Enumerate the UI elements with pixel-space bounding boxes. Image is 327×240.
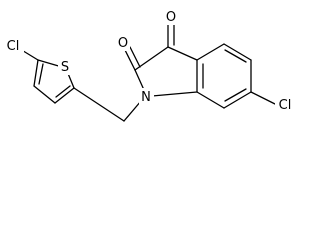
bond-c7-c7a [196, 91, 225, 109]
bond-c2-c3 [134, 46, 169, 71]
bond-c4-c5-inner [224, 49, 247, 63]
bond-lines [19, 23, 276, 122]
bond-n-c2 [134, 69, 145, 91]
bond-c5-cl-indoline [250, 91, 276, 105]
bond-c6-c7 [223, 91, 252, 109]
bond-c3-c3a [167, 46, 198, 61]
atom-labels: Cl S O O N Cl [3, 8, 296, 113]
oxygen-c3-background [164, 8, 178, 25]
bond-c5-c4-inner [38, 63, 44, 85]
sulfur-label: S [61, 60, 69, 75]
cl-thiophene-label: Cl [7, 39, 20, 54]
oxygen-c3-label: O [166, 10, 176, 25]
bond-c4-c3 [33, 85, 56, 104]
bond-c6-c7-inner [224, 88, 247, 102]
bond-c3a-c4 [196, 43, 225, 61]
bond-c2-o-b [129, 46, 141, 68]
bond-ch2-n [123, 100, 142, 122]
oxygen-c2-background [116, 34, 130, 51]
cl-indoline-label: Cl [279, 98, 292, 113]
cl-thiophene-background [3, 37, 24, 54]
chemical-structure-diagram: Cl S O O N Cl [3, 8, 296, 122]
bond-c7a-n [151, 91, 198, 97]
bond-c5-c4 [33, 59, 39, 87]
cl-indoline-background [275, 96, 296, 113]
bond-c3-c2 [54, 87, 75, 104]
bond-c2-o-a [124, 49, 136, 71]
nitrogen-background [139, 88, 154, 105]
bond-c2-ch2 [73, 87, 125, 122]
sulfur-background [58, 58, 72, 75]
nitrogen-label: N [141, 90, 151, 105]
bond-c3-c2-inner [55, 85, 71, 98]
oxygen-c2-label: O [118, 36, 128, 51]
bond-c4-c5 [223, 43, 252, 61]
